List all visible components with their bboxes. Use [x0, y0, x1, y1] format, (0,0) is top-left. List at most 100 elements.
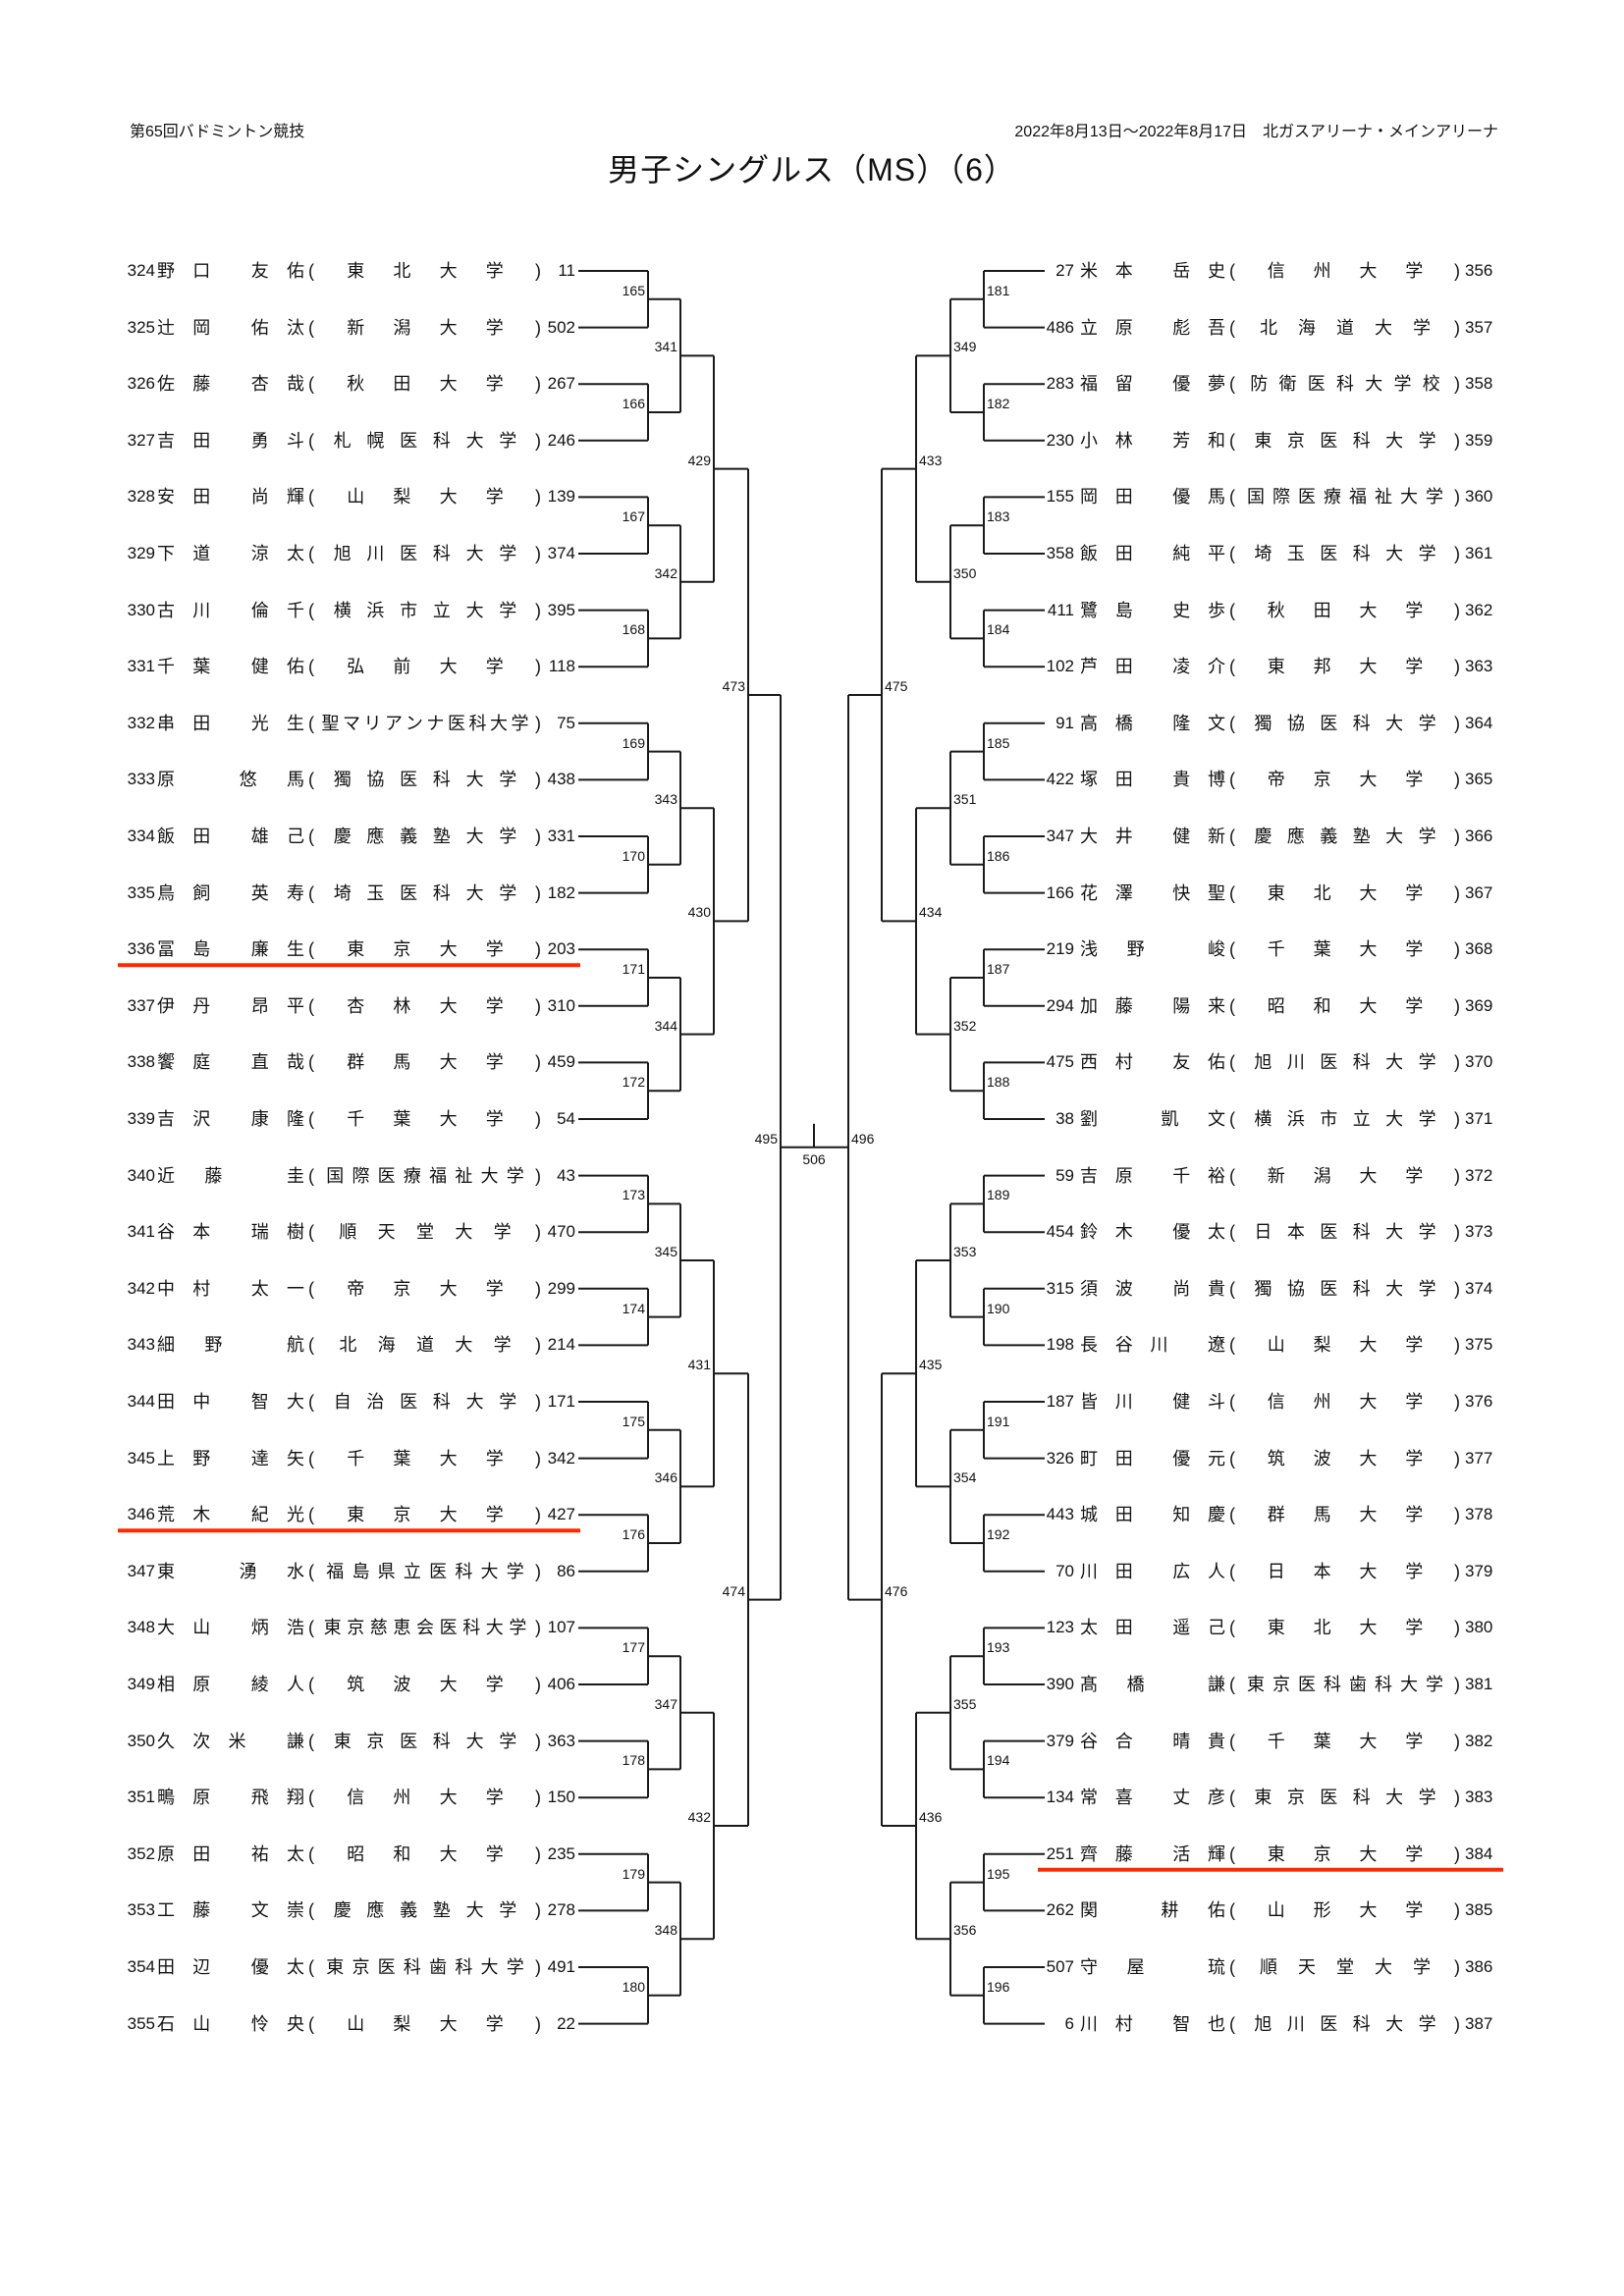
paren-open: ( — [1229, 1392, 1235, 1412]
match-number: 185 — [987, 734, 1010, 751]
match-number: 184 — [987, 621, 1010, 638]
draw-number: 372 — [1465, 1165, 1493, 1185]
player-name: 伊丹 昂平 — [157, 995, 304, 1016]
paren-open: ( — [308, 374, 314, 395]
draw-number: 339 — [127, 1109, 155, 1128]
seed-number: 347 — [1046, 827, 1074, 845]
seed-number: 54 — [557, 1109, 575, 1128]
draw-number: 332 — [127, 713, 155, 732]
school-name: 順天堂大学 — [1260, 1957, 1431, 1977]
school-name: 北海道大学 — [339, 1335, 512, 1356]
paren-close: ) — [535, 317, 541, 338]
paren-open: ( — [1229, 317, 1235, 338]
draw-number: 381 — [1465, 1675, 1493, 1693]
paren-close: ) — [1454, 261, 1460, 281]
paren-open: ( — [1229, 827, 1235, 846]
paren-open: ( — [1229, 1165, 1235, 1186]
seed-number: 427 — [547, 1505, 575, 1524]
draw-number: 377 — [1465, 1448, 1493, 1468]
school-name: 群馬大学 — [347, 1052, 504, 1073]
draw-number: 337 — [127, 995, 155, 1015]
paren-open: ( — [308, 657, 314, 677]
player-name: 上野 達矢 — [157, 1448, 304, 1468]
seed-number: 299 — [547, 1278, 575, 1298]
paren-close: ) — [535, 600, 541, 620]
player-name: 齊藤 活輝 — [1080, 1843, 1225, 1864]
match-number: 175 — [622, 1413, 645, 1429]
match-number: 182 — [987, 396, 1010, 411]
draw-number: 370 — [1465, 1052, 1493, 1072]
paren-open: ( — [308, 1278, 314, 1299]
draw-number: 385 — [1465, 1900, 1493, 1920]
player-name: 佐藤 杏哉 — [157, 374, 304, 395]
draw-number: 375 — [1465, 1335, 1493, 1355]
draw-number: 330 — [127, 600, 155, 619]
paren-close: ) — [1454, 827, 1460, 846]
paren-open: ( — [308, 827, 314, 846]
player-name: 飯田 純平 — [1080, 544, 1225, 563]
paren-open: ( — [1229, 1843, 1235, 1864]
player-name: 岡田 優馬 — [1080, 487, 1225, 507]
player-name: 大山 炳浩 — [157, 1618, 304, 1638]
player-name: 鷺島 史歩 — [1080, 600, 1225, 620]
paren-open: ( — [308, 261, 314, 281]
seed-number: 107 — [547, 1618, 575, 1637]
seed-number: 59 — [1056, 1165, 1074, 1185]
school-name: 秋田大学 — [1267, 600, 1424, 620]
paren-open: ( — [1229, 1448, 1235, 1468]
seed-number: 342 — [547, 1448, 575, 1468]
paren-close: ) — [1454, 882, 1460, 903]
match-number: 196 — [987, 1978, 1010, 1995]
match-number: 189 — [987, 1187, 1010, 1203]
seed-number: 171 — [547, 1392, 575, 1411]
match-number: 168 — [622, 621, 645, 638]
school-name: 山梨大学 — [347, 487, 504, 507]
match-number: 166 — [622, 396, 645, 411]
paren-close: ) — [535, 1731, 541, 1751]
paren-open: ( — [308, 1675, 314, 1694]
player-name: 米本 岳史 — [1080, 261, 1225, 281]
player-name: 野口 友佑 — [157, 261, 304, 281]
draw-number: 354 — [127, 1957, 155, 1976]
draw-number: 379 — [1465, 1561, 1493, 1580]
paren-close: ) — [1454, 1900, 1460, 1921]
paren-close: ) — [1454, 1052, 1460, 1073]
draw-number: 343 — [127, 1335, 155, 1355]
seed-number: 219 — [1046, 939, 1074, 959]
paren-open: ( — [308, 1957, 314, 1977]
paren-open: ( — [1229, 544, 1235, 563]
player-name: 吉原 千裕 — [1080, 1165, 1225, 1186]
match-number: 350 — [953, 564, 977, 581]
paren-close: ) — [535, 1957, 541, 1977]
match-number: 178 — [622, 1752, 645, 1769]
player-name: 原田 祐太 — [157, 1843, 304, 1864]
paren-open: ( — [308, 1561, 314, 1581]
paren-open: ( — [1229, 430, 1235, 451]
draw-number: 340 — [127, 1165, 155, 1185]
seed-number: 235 — [547, 1843, 575, 1863]
player-name: 西村 友佑 — [1080, 1052, 1225, 1073]
school-name: 埼玉医科大学 — [333, 882, 517, 903]
paren-close: ) — [535, 374, 541, 395]
school-name: 東京大学 — [1267, 1843, 1424, 1864]
paren-close: ) — [1454, 317, 1460, 338]
seed-number: 470 — [547, 1222, 575, 1242]
draw-number: 357 — [1465, 317, 1493, 337]
school-name: 北海道大学 — [1260, 317, 1431, 338]
match-number: 348 — [654, 1922, 677, 1939]
school-name: 国際医療福祉大学 — [326, 1165, 524, 1186]
player-name: 原 悠馬 — [157, 770, 304, 790]
player-name: 福留 優夢 — [1080, 374, 1225, 395]
seed-number: 411 — [1047, 600, 1074, 619]
paren-open: ( — [308, 1165, 314, 1186]
seed-number: 406 — [547, 1675, 575, 1693]
seed-number: 182 — [547, 882, 575, 902]
draw-number: 334 — [127, 827, 155, 845]
draw-number: 367 — [1465, 882, 1493, 902]
paren-open: ( — [1229, 1731, 1235, 1751]
match-number: 433 — [919, 452, 943, 468]
school-name: 新潟大学 — [1267, 1165, 1424, 1186]
player-name: 工藤 文崇 — [157, 1900, 304, 1921]
draw-number: 324 — [127, 261, 155, 280]
draw-number: 327 — [127, 430, 155, 450]
